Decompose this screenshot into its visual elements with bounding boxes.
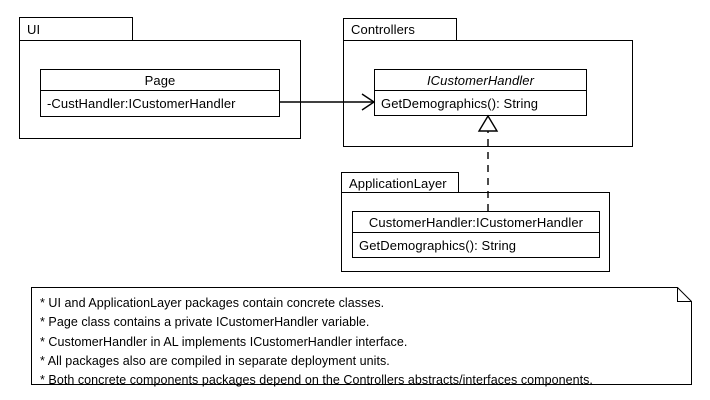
package-ui-label: UI (27, 21, 41, 37)
class-customerhandler-name: CustomerHandler:ICustomerHandler (353, 212, 599, 233)
package-controllers-label: Controllers (351, 22, 415, 37)
class-customerhandler-operation: GetDemographics(): String (359, 238, 517, 253)
class-icustomerhandler-name: ICustomerHandler (375, 70, 586, 91)
package-applicationlayer-label: ApplicationLayer (349, 175, 447, 191)
note-shape (31, 287, 692, 385)
note-line-5: * Both concrete components packages depe… (40, 373, 593, 388)
note-box[interactable]: * UI and ApplicationLayer packages conta… (31, 287, 692, 387)
note-line-4: * All packages also are compiled in sepa… (40, 353, 390, 368)
class-icustomerhandler-operation: GetDemographics(): String (381, 96, 539, 111)
class-page-attribute: -CustHandler:ICustomerHandler (47, 96, 236, 111)
note-line-2: * Page class contains a private ICustome… (40, 315, 370, 330)
note-line-3: * CustomerHandler in AL implements ICust… (40, 334, 408, 349)
class-page[interactable]: Page -CustHandler:ICustomerHandler (40, 69, 280, 117)
note-line-1: * UI and ApplicationLayer packages conta… (40, 296, 385, 310)
class-customerhandler[interactable]: CustomerHandler:ICustomerHandler GetDemo… (352, 211, 600, 258)
package-applicationlayer-tab: ApplicationLayer (341, 172, 459, 193)
class-icustomerhandler[interactable]: ICustomerHandler GetDemographics(): Stri… (374, 69, 587, 116)
package-ui-tab: UI (19, 17, 133, 40)
package-controllers-tab: Controllers (343, 18, 457, 40)
class-page-name: Page (41, 70, 279, 91)
note-text: * UI and ApplicationLayer packages conta… (31, 287, 601, 390)
